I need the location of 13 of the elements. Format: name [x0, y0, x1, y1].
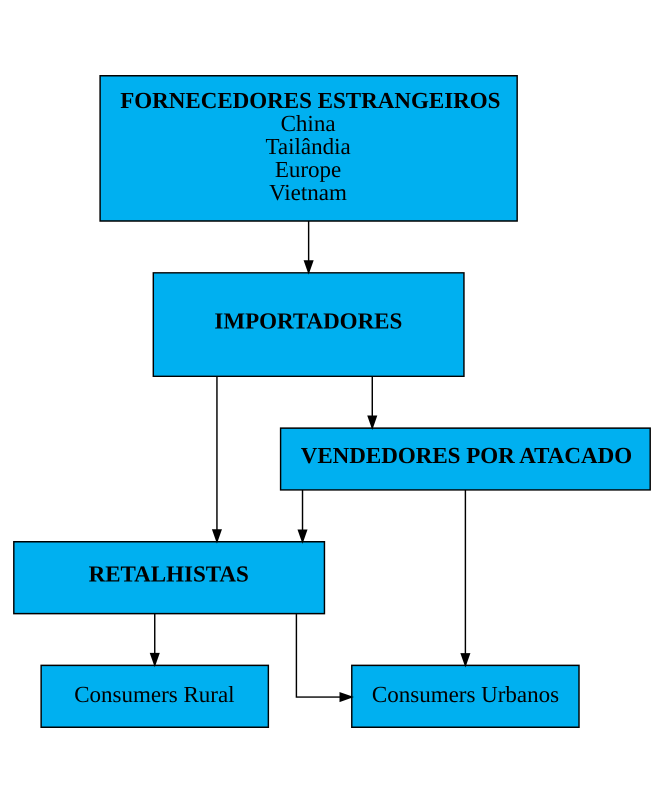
node-box: RETALHISTAS	[13, 540, 326, 614]
node-box: FORNECEDORES ESTRANGEIROS China Tailândia Europe Vietnam	[99, 74, 518, 222]
arrow	[296, 614, 354, 702]
node-box: Consumers Rural	[40, 664, 270, 728]
arrow	[367, 376, 378, 430]
node-box: VENDEDORES POR ATACADO	[280, 426, 651, 490]
node-box: IMPORTADORES	[152, 272, 465, 377]
node-box: Consumers Urbanos	[351, 664, 580, 728]
arrow	[150, 613, 160, 667]
arrow	[304, 220, 314, 274]
arrow	[460, 490, 470, 667]
arrow	[212, 376, 222, 544]
arrow	[297, 490, 308, 544]
